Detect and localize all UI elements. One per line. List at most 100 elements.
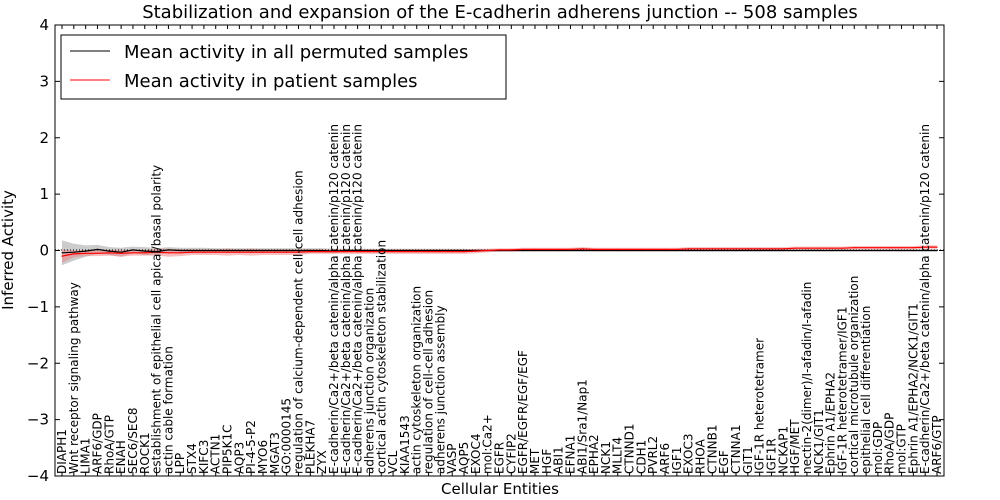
point-series-1: [652, 248, 654, 250]
point-series-1: [73, 253, 75, 255]
point-series-0: [806, 249, 808, 252]
category-label: EGF: [717, 450, 731, 474]
point-series-1: [629, 248, 631, 250]
point-series-1: [900, 247, 903, 249]
point-series-0: [782, 249, 784, 252]
category-label: CTNNB1: [705, 424, 719, 474]
category-label: RhoA/GDP: [883, 413, 897, 474]
point-series-0: [676, 249, 678, 252]
point-series-0: [226, 249, 229, 252]
point-series-1: [558, 248, 560, 250]
point-series-1: [286, 251, 288, 253]
point-series-1: [333, 251, 335, 253]
category-label: KIFC3: [197, 440, 211, 474]
point-series-0: [841, 249, 844, 252]
point-series-0: [640, 249, 643, 252]
point-series-1: [853, 247, 855, 249]
point-series-0: [664, 249, 666, 252]
point-series-0: [132, 249, 134, 251]
point-series-0: [629, 249, 631, 252]
category-label: ZYX: [315, 450, 329, 474]
category-label: MYO6: [256, 440, 270, 474]
category-label: EXOC3: [682, 434, 696, 475]
category-label: actin cytoskeleton organization: [410, 286, 424, 474]
category-label: NCKAP1: [776, 426, 790, 474]
point-series-0: [605, 249, 607, 252]
point-series-0: [912, 249, 915, 252]
point-series-0: [699, 249, 702, 252]
category-label: cortical microtubule organization: [847, 276, 861, 474]
point-series-0: [723, 249, 725, 252]
category-label: mol:GDP: [871, 422, 885, 474]
category-label: E-cadherin/Ca2+/beta catenin/alpha caten…: [351, 124, 365, 474]
category-label: Ephrin A1/EPHA2/NCK1/GIT1: [906, 303, 920, 474]
point-series-1: [179, 252, 181, 254]
y-tick-label: 2: [39, 129, 49, 147]
point-series-0: [428, 249, 430, 252]
category-label: CDH1: [634, 440, 648, 474]
point-series-1: [439, 251, 441, 253]
point-series-1: [463, 251, 465, 253]
category-label: HGF: [540, 449, 554, 474]
point-series-1: [156, 251, 158, 253]
point-series-1: [191, 251, 193, 253]
category-label: ABI1: [552, 446, 566, 474]
point-series-0: [617, 249, 619, 252]
point-series-0: [747, 249, 749, 252]
point-series-1: [699, 248, 702, 250]
category-label: mol:GTP: [895, 424, 909, 474]
point-series-0: [794, 249, 796, 252]
point-series-1: [357, 251, 359, 253]
category-label: cortical actin cytoskeleton stabilizatio…: [374, 240, 388, 474]
point-series-1: [770, 248, 773, 250]
point-series-0: [286, 249, 288, 252]
category-label: EGFR/EGFR/EGF/EGF: [516, 350, 530, 474]
category-label: ARF6/GTP: [930, 415, 944, 474]
y-tick-label: 3: [39, 72, 49, 90]
point-series-1: [404, 251, 406, 253]
point-series-1: [664, 248, 666, 250]
category-label: regulation of calcium-dependent cell-cel…: [291, 170, 305, 474]
point-series-0: [215, 249, 217, 252]
point-series-1: [936, 246, 938, 248]
y-tick-label: −3: [27, 411, 49, 429]
point-series-1: [108, 252, 110, 254]
point-series-1: [617, 248, 619, 250]
point-series-1: [498, 249, 501, 251]
point-series-1: [297, 251, 300, 253]
category-label: epithelial cell differentiation: [859, 306, 873, 474]
series-lines: [61, 246, 938, 257]
legend-box: [60, 34, 507, 100]
point-series-0: [250, 249, 252, 252]
point-series-0: [581, 249, 583, 252]
legend-label-permuted: Mean activity in all permuted samples: [124, 42, 468, 63]
category-label: EFNA1: [563, 435, 577, 474]
point-series-1: [451, 251, 453, 253]
category-label: LIMA1: [79, 438, 93, 474]
category-label: adherens junction organization: [362, 288, 376, 474]
point-series-1: [877, 247, 879, 249]
category-label: IGF-1R heterotetramer: [753, 338, 767, 474]
point-series-1: [215, 251, 217, 253]
point-series-1: [428, 251, 430, 253]
category-label: actin cable formation: [161, 346, 175, 474]
category-label: EPHA2: [587, 434, 601, 474]
point-series-0: [534, 249, 536, 252]
category-label: adherens junction assembly: [433, 305, 447, 474]
point-series-1: [238, 251, 240, 253]
point-series-1: [487, 249, 489, 252]
category-label: E-cadherin/Ca2+/beta catenin/alpha caten…: [918, 124, 932, 474]
point-series-0: [924, 249, 926, 252]
point-series-0: [439, 249, 441, 252]
point-series-1: [640, 248, 643, 250]
category-label: GO:0000145: [280, 398, 294, 474]
point-series-1: [841, 247, 844, 249]
point-series-0: [652, 249, 654, 252]
category-label: SEC6/SEC8: [126, 408, 140, 474]
point-series-1: [345, 251, 347, 253]
category-label: RhoA/GTP: [102, 415, 116, 474]
point-series-1: [321, 251, 323, 253]
category-label: PIP5K1C: [221, 424, 235, 474]
point-series-0: [522, 249, 524, 252]
